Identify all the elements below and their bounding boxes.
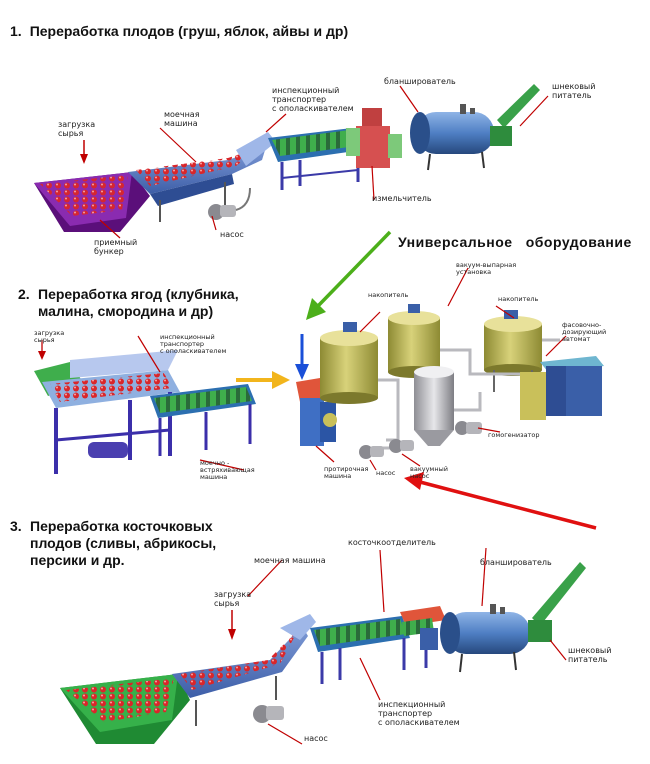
s3-label-blancher: бланширователь xyxy=(480,558,552,567)
filling-machine xyxy=(520,356,604,420)
section-3-title: 3. Переработка косточковых плодов (сливы,… xyxy=(10,518,250,569)
washing-machine-3 xyxy=(172,614,316,726)
u-label-vacuum-unit: вакуум-выпарная установка xyxy=(456,261,517,276)
section-2-heading: Переработка ягод (клубника, малина, смор… xyxy=(38,286,239,319)
section-3-heading: Переработка косточковых плодов (сливы, а… xyxy=(30,518,217,568)
u-label-storage-2: накопитель xyxy=(498,295,539,303)
s1-label-washer: моечная машина xyxy=(164,110,200,128)
section-2-number: 2. xyxy=(18,286,30,302)
flow-arrows xyxy=(38,140,597,640)
grinder-1 xyxy=(346,108,402,168)
loading-arrow-3 xyxy=(228,610,236,640)
u-label-vacuum-pump: вакуумный насос xyxy=(410,465,448,480)
screw-feeder-3 xyxy=(528,562,586,642)
s3-label-screw-feeder: шнековый питатель xyxy=(568,646,612,664)
leader-lines xyxy=(99,85,567,745)
blancher-1 xyxy=(410,104,494,171)
blancher-3 xyxy=(440,604,530,673)
s1-label-hopper: приемный бункер xyxy=(94,238,138,256)
s1-label-screw-feeder: шнековый питатель xyxy=(552,82,596,100)
screw-feeder-1 xyxy=(490,84,540,146)
washing-machine-1 xyxy=(128,132,276,222)
inspection-conveyor-2 xyxy=(150,384,256,456)
section-1-title: 1. Переработка плодов (груш, яблок, айвы … xyxy=(10,23,470,40)
universal-equipment-title: Универсальное оборудование xyxy=(398,234,632,250)
homogenizer xyxy=(455,421,482,435)
universal-equipment xyxy=(296,304,604,459)
s1-label-grinder: измельчитель xyxy=(372,194,432,203)
s2-label-washer: моечно - встряхивающая машина xyxy=(200,459,255,481)
vacuum-evaporator xyxy=(414,366,454,446)
red-arrow xyxy=(404,472,597,530)
transfer-pump xyxy=(359,445,384,459)
storage-tank-3 xyxy=(484,310,542,392)
receiving-hopper-1 xyxy=(34,172,150,232)
s3-label-washer: моечная машина xyxy=(254,556,326,565)
inspection-conveyor-1 xyxy=(268,128,362,190)
blue-arrow xyxy=(295,334,309,380)
s1-label-pump: насос xyxy=(220,230,244,239)
s3-label-pump: насос xyxy=(304,734,328,743)
u-label-filler: фасовочно- дозирующий автомат xyxy=(562,321,607,343)
section-3-number: 3. xyxy=(10,518,22,534)
loading-arrow-1 xyxy=(80,140,88,164)
pitter xyxy=(400,606,446,668)
inspection-conveyor-3 xyxy=(310,616,410,684)
section-1-number: 1. xyxy=(10,23,22,39)
s2-label-inspection: инспекционный транспортер с ополаскивате… xyxy=(160,333,227,355)
yellow-arrow xyxy=(236,371,290,389)
u-label-wiping-machine: протирочная машина xyxy=(324,465,369,480)
s2-label-loading: загрузка сырья xyxy=(34,329,65,344)
loading-arrow-2 xyxy=(38,340,46,360)
s3-label-loading: загрузка сырья xyxy=(214,590,252,608)
vacuum-pump xyxy=(389,439,414,453)
s1-label-inspection: инспекционный транспортер с ополаскивате… xyxy=(272,86,354,113)
line-2-berries xyxy=(34,350,256,474)
section-2-title: 2. Переработка ягод (клубника, малина, см… xyxy=(18,286,278,320)
storage-tank-1 xyxy=(320,322,378,404)
u-label-pump: насос xyxy=(376,469,396,477)
s3-label-pitter: косточкоотделитель xyxy=(348,538,436,547)
s1-label-loading: загрузка сырья xyxy=(58,120,96,138)
pump-3 xyxy=(253,705,284,723)
u-label-storage-1: накопитель xyxy=(368,291,409,299)
pump-1 xyxy=(208,187,251,220)
line-3-stone-fruit xyxy=(60,562,586,744)
receiving-hopper-3 xyxy=(60,674,190,744)
section-1-heading: Переработка плодов (груш, яблок, айвы и … xyxy=(29,23,349,39)
green-arrow xyxy=(306,230,392,320)
line-1-fruit xyxy=(34,84,540,232)
s3-label-inspection: инспекционный транспортер с ополаскивате… xyxy=(378,700,460,727)
u-label-homogenizer: гомогенизатор xyxy=(488,431,540,439)
s1-label-blancher: бланширователь xyxy=(384,77,456,86)
